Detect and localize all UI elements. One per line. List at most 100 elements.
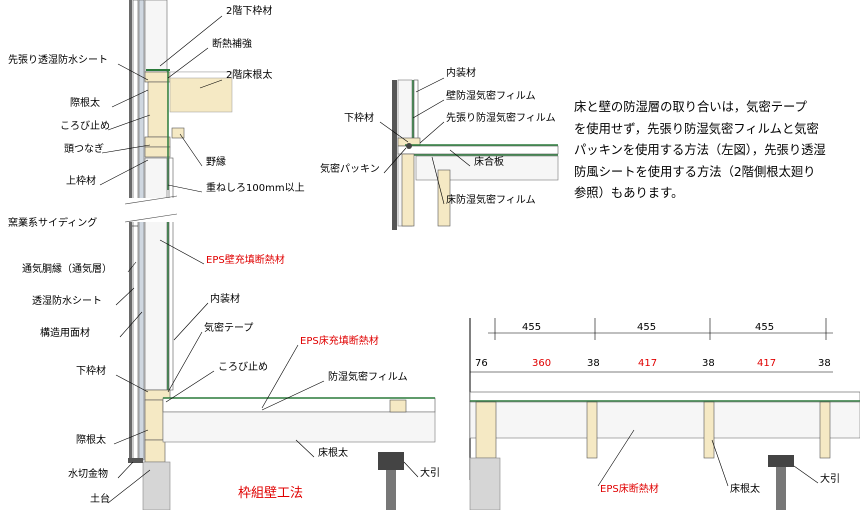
label-main-beam: 大引 — [420, 466, 440, 479]
detail-labels: 内装材 壁防湿気密フィルム 先張り防湿気密フィルム 下枠材 床合板 気密パッキン… — [320, 66, 556, 206]
plan-spacing-3: 455 — [755, 322, 774, 333]
label-breathable-sheet: 透湿防水シート — [32, 294, 102, 307]
detail-packing — [406, 143, 412, 149]
label-rim-joist-lower: 際根太 — [76, 433, 106, 446]
sill — [144, 439, 166, 463]
note-line-2: を使用せず，先張り防湿気密フィルムと気密 — [574, 121, 819, 136]
furring — [171, 127, 185, 139]
label-interior-finish: 内装材 — [210, 292, 240, 305]
lower-callouts: 内装材 気密テープ ころび止め 防湿気密フィルム 床根太 大引 EPS床充填断熱… — [165, 292, 440, 479]
plan-joist-3 — [819, 401, 831, 459]
label-structural-panel: 構造用面材 — [40, 326, 90, 339]
steel-post — [386, 470, 396, 510]
plan-floor-board — [469, 391, 860, 402]
plan-spacing-2: 455 — [637, 322, 656, 333]
note-line-1: 床と壁の防湿層の取り合いは，気密テープ — [574, 100, 807, 114]
label-rim-joist: 際根太 — [70, 96, 100, 109]
label-flashing: 水切金物 — [68, 467, 108, 480]
explanation-note: 床と壁の防湿層の取り合いは，気密テープ を使用せず，先張り防湿気密フィルムと気密… — [574, 97, 854, 205]
plan-label-beam: 大引 — [820, 472, 840, 485]
plan-beam-cap — [768, 455, 794, 467]
upper-wall-insulation — [144, 0, 168, 73]
detail-interior — [413, 79, 419, 146]
label-overlap: 重ねしろ100mm以上 — [206, 181, 305, 194]
detail-label-packing: 気密パッキン — [320, 162, 380, 175]
plan-foundation — [469, 457, 501, 511]
leader-eps-wall — [159, 239, 205, 265]
label-eps-floor: EPS床充填断熱材 — [300, 334, 379, 347]
label-insulation-reinforce: 断熱補強 — [212, 37, 252, 50]
plan-steel-post — [776, 467, 786, 510]
label-bottom-plate: 下枠材 — [76, 364, 106, 377]
lower-leader-lines — [165, 302, 419, 478]
upper-sill — [144, 71, 171, 83]
label-sill: 土台 — [90, 492, 110, 505]
foundation — [142, 461, 171, 511]
method-title: 枠組壁工法 — [238, 486, 303, 501]
detail-exterior — [392, 80, 397, 230]
upper-leader-lines — [159, 15, 223, 193]
label-furring-strip: 通気胴縁（通気層） — [22, 262, 112, 275]
floor-eps — [162, 411, 436, 443]
upper-callouts: 2階下枠材 断熱補強 2階床根太 野縁 重ねしろ100mm以上 — [159, 4, 305, 194]
label-siding: 窯業系サイディング — [8, 216, 97, 229]
left-leader-lines — [99, 63, 151, 504]
note-line-5: 参照）もあります。 — [574, 186, 684, 200]
plan-dim-38-c: 38 — [818, 358, 831, 369]
plan-spacing-1: 455 — [522, 322, 541, 333]
plan-dim-417-b: 417 — [757, 358, 776, 369]
lower-wall-insulation — [144, 157, 168, 391]
plan-label-eps: EPS床断熱材 — [600, 482, 659, 495]
detail-airtight-packing — [392, 79, 559, 230]
plan-joist-rim — [475, 401, 497, 459]
label-top-plate: 上枠材 — [66, 174, 96, 187]
detail-rim-joist — [401, 153, 415, 227]
label-floor-joist: 床根太 — [318, 446, 348, 459]
siding-layer — [129, 0, 132, 460]
rim-joist-upper — [147, 81, 169, 138]
label-pre-breathable-sheet: 先張り透湿防水シート — [8, 53, 108, 66]
detail-label-pre-film: 先張り防湿気密フィルム — [446, 111, 556, 124]
plan-dim-360: 360 — [532, 358, 551, 369]
note-line-3: パッキンを使用する方法（左図），先張り透湿 — [574, 143, 826, 157]
rim-joist-lower — [144, 399, 164, 441]
detail-floor-board — [397, 145, 559, 155]
label-blocking-lower: ころび止め — [218, 361, 268, 373]
plan-dim-417-a: 417 — [638, 358, 657, 369]
label-top-plate-tie: 頭つなぎ — [64, 142, 104, 155]
plan-joist-2 — [703, 401, 715, 459]
note-line-4: 防風シートを使用する方法（2階側根太廻り — [574, 164, 816, 179]
break-lines — [124, 195, 178, 223]
label-vapor-film: 防湿気密フィルム — [328, 370, 408, 383]
label-eps-wall: EPS壁充填断熱材 — [206, 253, 285, 266]
plan-label-joist: 床根太 — [730, 482, 760, 495]
wall-section-left — [124, 0, 436, 511]
beam-cap — [378, 452, 404, 470]
label-2f-bottom-plate: 2階下枠材 — [226, 4, 272, 17]
flashing — [128, 458, 143, 463]
detail-label-floor-film: 床防湿気密フィルム — [446, 193, 536, 206]
plan-joist-1 — [586, 401, 598, 459]
plan-leader-lines — [597, 429, 819, 487]
detail-label-interior: 内装材 — [446, 66, 476, 79]
sheathing — [138, 0, 145, 461]
detail-leader-lines — [379, 77, 471, 205]
break-mask — [125, 198, 177, 222]
leader-eps-floor — [261, 344, 299, 409]
blocking — [389, 399, 407, 413]
plan-eps — [469, 401, 860, 439]
left-labels: 先張り透湿防水シート 際根太 ころび止め 頭つなぎ 上枠材 窯業系サイディング … — [8, 53, 151, 505]
detail-label-bottom-plate: 下枠材 — [344, 111, 374, 124]
label-airtight-tape: 気密テープ — [204, 321, 253, 334]
floor-board-2f — [169, 71, 233, 79]
plan-dim-38-a: 38 — [587, 358, 600, 369]
detail-label-floor-board: 床合板 — [474, 155, 504, 168]
label-furring: 野縁 — [206, 155, 226, 168]
top-plate-2 — [144, 146, 171, 158]
air-layer — [132, 0, 139, 461]
label-blocking: ころび止め — [60, 120, 110, 132]
interior-finish — [168, 157, 174, 391]
label-2f-joist: 2階床根太 — [226, 68, 272, 81]
